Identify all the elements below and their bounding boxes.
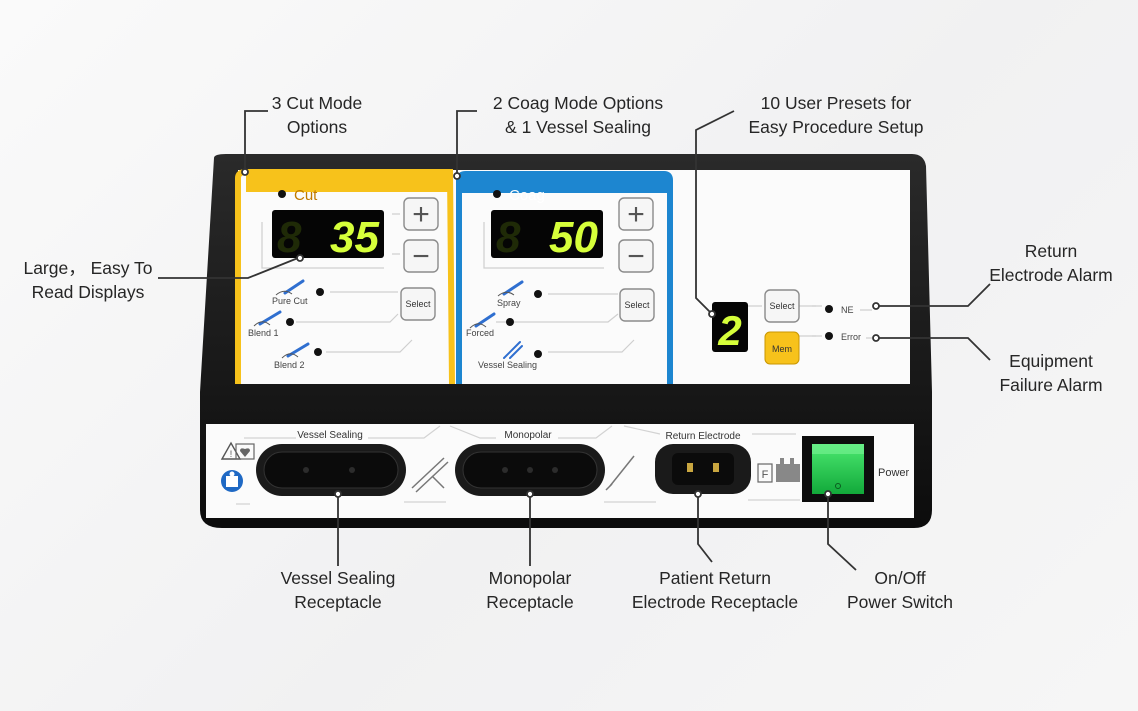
- mem-button[interactable]: Mem: [764, 331, 800, 365]
- cut-mode-label: Blend 2: [274, 360, 305, 370]
- coag-mode-label: Spray: [497, 298, 521, 308]
- ne-alarm-label: NE: [841, 305, 854, 315]
- monopolar-label: Monopolar: [504, 430, 552, 441]
- svg-text:Select: Select: [624, 300, 650, 310]
- svg-text:Select: Select: [405, 299, 431, 309]
- annotation-return-alarm: Return Electrode Alarm: [989, 241, 1113, 285]
- error-alarm-label: Error: [841, 332, 861, 342]
- coag-mode-forced[interactable]: Forced: [466, 312, 514, 338]
- cut-plus-button[interactable]: +: [403, 197, 439, 231]
- cut-mode-led: [314, 348, 322, 356]
- read-manual-icon: [221, 470, 243, 492]
- svg-text:−: −: [627, 240, 645, 273]
- cut-title: Cut: [294, 187, 318, 204]
- coag-display-dim-digit: 8: [496, 213, 521, 262]
- power-label: Power: [878, 467, 910, 479]
- annotation-power-switch: On/Off Power Switch: [846, 568, 953, 612]
- error-alarm-led: [825, 332, 833, 340]
- coag-indicator-dot: [493, 190, 501, 198]
- return-electrode-label: Return Electrode: [665, 431, 740, 442]
- monopolar-receptacle[interactable]: [455, 444, 605, 496]
- coag-minus-button[interactable]: −: [618, 239, 654, 273]
- svg-text:+: +: [627, 198, 645, 231]
- pencil-icon: [283, 279, 305, 295]
- ne-alarm-led: [825, 305, 833, 313]
- preset-select-button[interactable]: Select: [764, 289, 800, 323]
- cut-mode-pure-cut[interactable]: Pure Cut: [272, 279, 324, 306]
- vessel-sealing-receptacle[interactable]: [256, 444, 406, 496]
- svg-text:+: +: [412, 198, 430, 231]
- annotation-cut-modes: 3 Cut Mode Options: [271, 93, 363, 137]
- coag-mode-spray[interactable]: Spray: [497, 280, 542, 308]
- forceps-icon: [503, 341, 523, 359]
- svg-text:Mem: Mem: [772, 344, 792, 354]
- floating-type-f-icon: F: [757, 463, 773, 483]
- cut-mode-blend-2[interactable]: Blend 2: [274, 342, 322, 370]
- coag-mode-led: [534, 290, 542, 298]
- coag-mode-led: [534, 350, 542, 358]
- annotation-vessel-receptacle: Vessel Sealing Receptacle: [280, 568, 396, 612]
- svg-text:!: !: [230, 449, 233, 459]
- coag-title: Coag: [509, 187, 545, 204]
- cut-display-dim-digit: 8: [277, 213, 302, 262]
- svg-text:−: −: [412, 240, 430, 273]
- electrosurgical-pencil-icon: [605, 455, 635, 491]
- cut-display-value: 35: [330, 213, 379, 262]
- cut-minus-button[interactable]: −: [403, 239, 439, 273]
- coag-mode-vessel-sealing[interactable]: Vessel Sealing: [478, 341, 542, 370]
- annotation-coag-modes: 2 Coag Mode Options & 1 Vessel Sealing: [492, 93, 664, 137]
- preset-display: [712, 302, 748, 352]
- coag-display-value: 50: [549, 213, 598, 262]
- cut-mode-label: Blend 1: [248, 328, 279, 338]
- cut-indicator-dot: [278, 190, 286, 198]
- power-switch[interactable]: [802, 436, 874, 502]
- coag-mode-led: [506, 318, 514, 326]
- annotation-monopolar-receptacle: Monopolar Receptacle: [486, 568, 574, 612]
- annotation-patient-return: Patient Return Electrode Receptacle: [631, 568, 799, 612]
- cut-mode-label: Pure Cut: [272, 296, 308, 306]
- coag-select-button[interactable]: Select: [619, 288, 655, 322]
- svg-text:Select: Select: [769, 301, 795, 311]
- annotation-failure-alarm: Equipment Failure Alarm: [999, 351, 1103, 395]
- coag-mode-label: Forced: [466, 328, 494, 338]
- preset-display-value: 2: [717, 307, 741, 354]
- coag-plus-button[interactable]: +: [618, 197, 654, 231]
- svg-text:F: F: [762, 469, 769, 481]
- coag-mode-label: Vessel Sealing: [478, 360, 537, 370]
- cut-mode-led: [286, 318, 294, 326]
- cut-mode-blend-1[interactable]: Blend 1: [248, 310, 294, 338]
- leader-lines: [158, 110, 991, 571]
- return-electrode-receptacle[interactable]: [655, 444, 751, 494]
- connector-traces: [236, 425, 800, 505]
- patient-plate-icon: [776, 458, 800, 482]
- forceps-icon: [411, 457, 449, 493]
- cut-select-button[interactable]: Select: [400, 287, 436, 321]
- annotation-presets: 10 User Presets for Easy Procedure Setup: [748, 93, 924, 137]
- annotation-displays: Large， Easy To Read Displays: [23, 258, 153, 302]
- defibrillator-proof-icon: [235, 443, 255, 460]
- vessel-sealing-label: Vessel Sealing: [297, 430, 363, 441]
- cut-power-display: [272, 210, 384, 258]
- cut-mode-led: [316, 288, 324, 296]
- coag-power-display: [491, 210, 603, 258]
